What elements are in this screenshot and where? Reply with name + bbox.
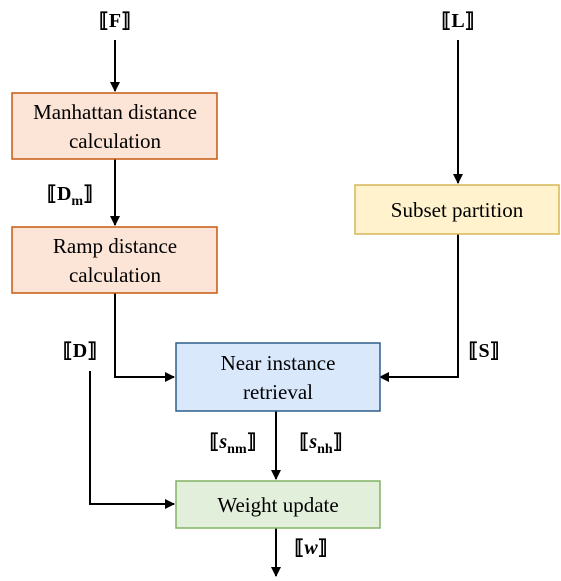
weight-label: Weight update xyxy=(217,493,338,517)
subset-partition-box: Subset partition xyxy=(354,184,560,235)
var-d: ⟦D⟧ xyxy=(63,340,97,362)
manhattan-line1: Manhattan distance xyxy=(33,100,197,124)
manhattan-distance-box: Manhattan distance calculation xyxy=(11,92,218,160)
var-dm: ⟦Dm⟧ xyxy=(47,183,93,209)
manhattan-line2: calculation xyxy=(69,129,162,153)
var-w: ⟦w⟧ xyxy=(294,537,327,559)
var-f: ⟦F⟧ xyxy=(99,10,131,32)
subset-label: Subset partition xyxy=(391,198,524,222)
near-instance-box: Near instance retrieval xyxy=(175,342,381,412)
var-s: ⟦S⟧ xyxy=(469,340,500,362)
var-snm: ⟦snm⟧ xyxy=(209,431,256,457)
edge-d-to-weight xyxy=(89,371,175,509)
var-snh: ⟦snh⟧ xyxy=(299,431,342,457)
var-l: ⟦L⟧ xyxy=(441,10,474,32)
near-line1: Near instance xyxy=(221,351,336,375)
near-line2: retrieval xyxy=(243,380,313,404)
weight-update-box: Weight update xyxy=(175,480,381,529)
edge-ramp-to-near xyxy=(114,293,175,382)
ramp-distance-box: Ramp distance calculation xyxy=(11,226,218,294)
ramp-line2: calculation xyxy=(69,263,162,287)
ramp-line1: Ramp distance xyxy=(53,234,177,258)
edge-subset-to-near xyxy=(379,234,459,382)
